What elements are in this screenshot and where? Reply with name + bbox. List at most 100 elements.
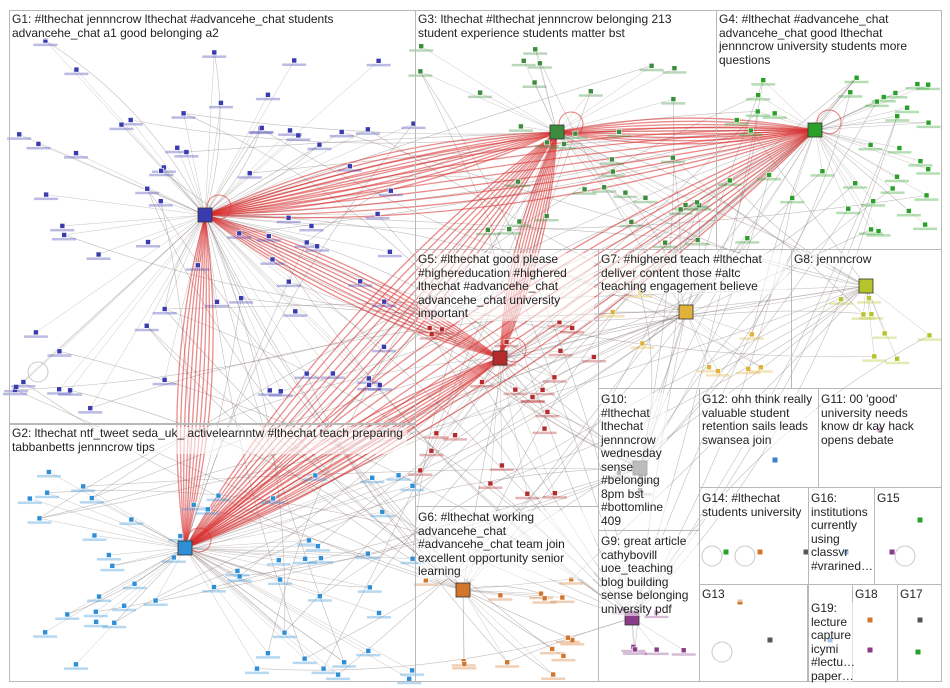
edge-strong — [499, 131, 558, 359]
edge — [685, 311, 752, 335]
edge — [183, 113, 206, 216]
edge — [532, 311, 687, 398]
node-label-mark — [468, 95, 493, 99]
node-label-mark — [118, 123, 143, 126]
edge — [163, 167, 206, 216]
node-label-mark — [851, 317, 876, 320]
edge — [534, 82, 558, 133]
node — [64, 611, 71, 618]
node — [214, 299, 220, 305]
node-label-mark — [644, 615, 669, 619]
edge — [204, 214, 334, 374]
node — [639, 340, 646, 347]
edge — [814, 129, 849, 209]
node — [925, 166, 932, 173]
node — [552, 490, 558, 496]
edge — [114, 547, 186, 623]
node-label-mark — [96, 558, 121, 561]
self-loop — [206, 194, 232, 220]
node-label-mark — [419, 337, 444, 340]
edge — [490, 285, 867, 484]
edge — [35, 214, 206, 333]
node-label-mark — [751, 83, 776, 86]
node — [56, 348, 63, 355]
node-label-mark — [348, 284, 373, 287]
node-label-mark — [885, 119, 910, 122]
edge — [204, 214, 380, 386]
node-label-mark — [148, 204, 173, 207]
node-label-mark — [521, 400, 546, 404]
hub-node — [197, 207, 213, 223]
node — [866, 295, 872, 301]
node-label-mark — [119, 522, 144, 526]
edge — [184, 545, 318, 549]
edge — [184, 547, 320, 597]
node — [757, 364, 764, 371]
edge — [46, 194, 206, 216]
node-label-mark — [356, 653, 381, 657]
node — [925, 119, 932, 126]
node — [749, 331, 755, 338]
node-label-mark — [33, 635, 58, 638]
node-label-mark — [535, 414, 560, 418]
node-label-mark — [17, 501, 42, 505]
edge — [479, 92, 558, 133]
node — [131, 580, 138, 587]
node-label-mark — [913, 227, 938, 231]
edge — [45, 40, 206, 216]
node — [922, 221, 928, 228]
edge — [814, 129, 874, 202]
node — [867, 617, 873, 623]
node — [338, 129, 345, 135]
edge-strong — [499, 131, 558, 359]
node — [183, 149, 190, 155]
node — [292, 308, 299, 315]
node-label-mark — [653, 245, 678, 249]
node — [59, 223, 66, 229]
node-label-mark — [424, 436, 449, 439]
edge-strong — [184, 214, 206, 549]
node — [314, 243, 320, 250]
node — [715, 368, 721, 374]
edge — [98, 547, 186, 597]
node-label-mark — [696, 370, 721, 373]
edge — [204, 214, 875, 358]
edge-strong — [179, 214, 206, 549]
node-label-mark — [413, 583, 438, 586]
edge — [814, 121, 929, 131]
node — [853, 74, 860, 81]
node — [531, 79, 538, 86]
node-label-mark — [332, 665, 357, 668]
edge — [204, 52, 221, 216]
node-label-mark — [329, 134, 354, 138]
node — [745, 365, 752, 372]
node-label-mark — [736, 371, 761, 375]
edge — [556, 65, 652, 133]
node-label-mark — [884, 179, 909, 183]
edge-strong — [184, 129, 816, 549]
edge — [462, 589, 554, 675]
node — [265, 233, 272, 239]
node — [417, 68, 424, 75]
node — [121, 602, 127, 609]
node-label-mark — [386, 478, 411, 481]
node-label-mark — [82, 538, 107, 541]
node — [341, 659, 347, 666]
edge-strong — [184, 131, 558, 549]
hub-node — [678, 304, 694, 320]
edge — [130, 119, 206, 216]
edge — [69, 214, 206, 391]
node — [845, 205, 852, 212]
node — [33, 329, 39, 336]
edge — [204, 128, 261, 216]
node-label-mark — [452, 667, 477, 670]
node-label-mark — [866, 234, 891, 237]
node — [917, 617, 923, 623]
edge — [64, 214, 206, 236]
node-label-mark — [548, 353, 573, 357]
edge-strong — [184, 131, 558, 549]
node-label-mark — [143, 603, 168, 607]
group-label-g5: G5: #lthechat good please #highereducati… — [418, 252, 594, 321]
node — [744, 235, 751, 241]
edge — [147, 214, 206, 243]
